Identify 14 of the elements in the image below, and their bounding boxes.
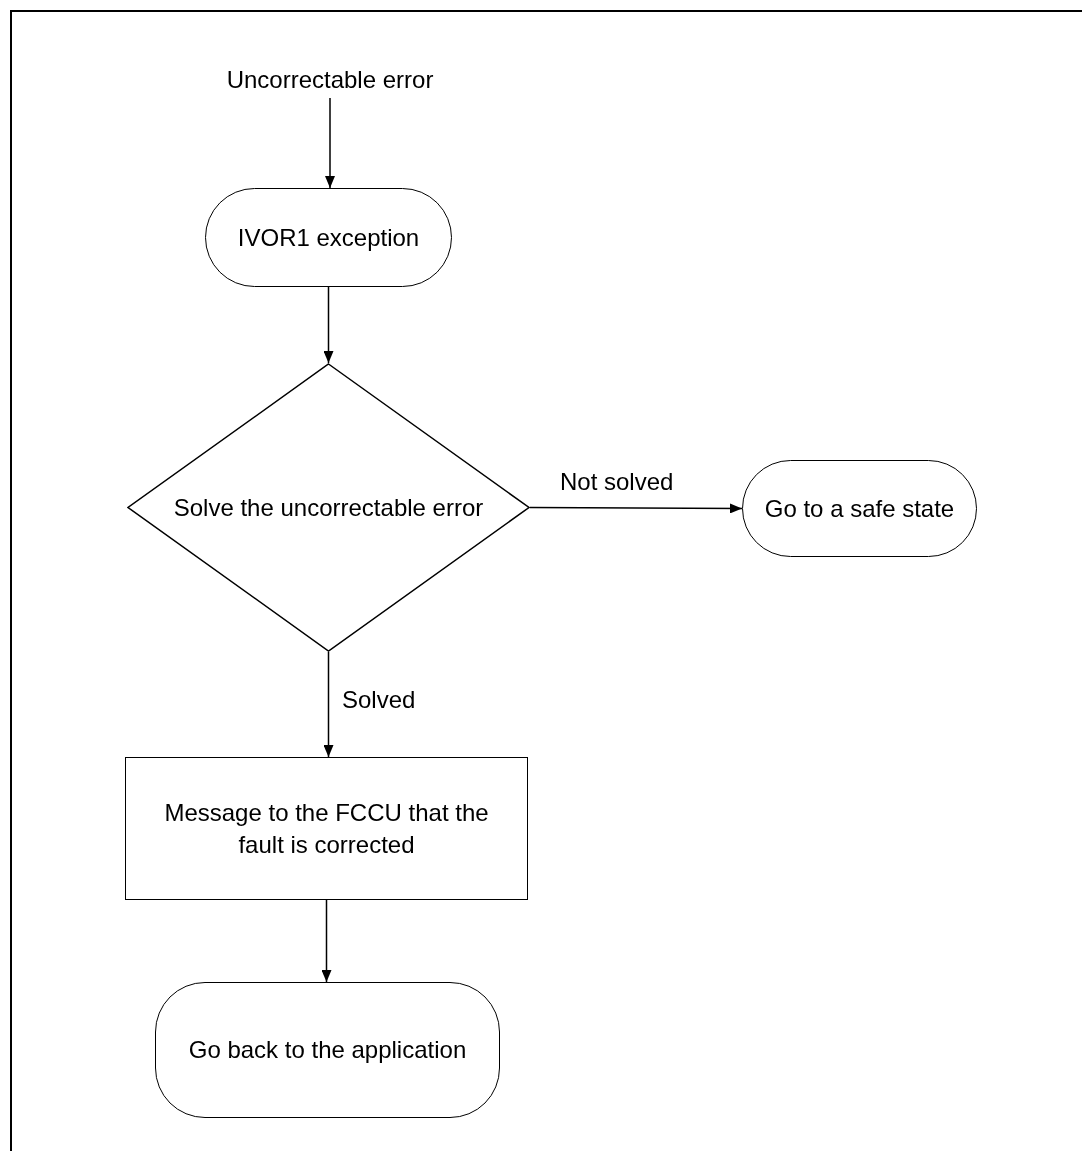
arrow	[325, 97, 335, 189]
start-label: Uncorrectable error	[200, 62, 460, 98]
node-label: Go to a safe state	[763, 493, 956, 524]
arrow	[321, 899, 332, 983]
decision-diamond	[127, 363, 530, 652]
node-label: Message to the FCCU that the fault is corrected	[163, 797, 490, 860]
arrow	[323, 286, 334, 364]
terminal-node	[155, 982, 500, 1118]
node-label: Solve the uncorrectable error	[172, 492, 485, 523]
arrow	[529, 503, 743, 514]
node-label: Go back to the application	[187, 1035, 468, 1065]
process-box	[125, 757, 528, 900]
arrow	[323, 651, 334, 758]
node-label: IVOR1 exception	[236, 222, 421, 253]
